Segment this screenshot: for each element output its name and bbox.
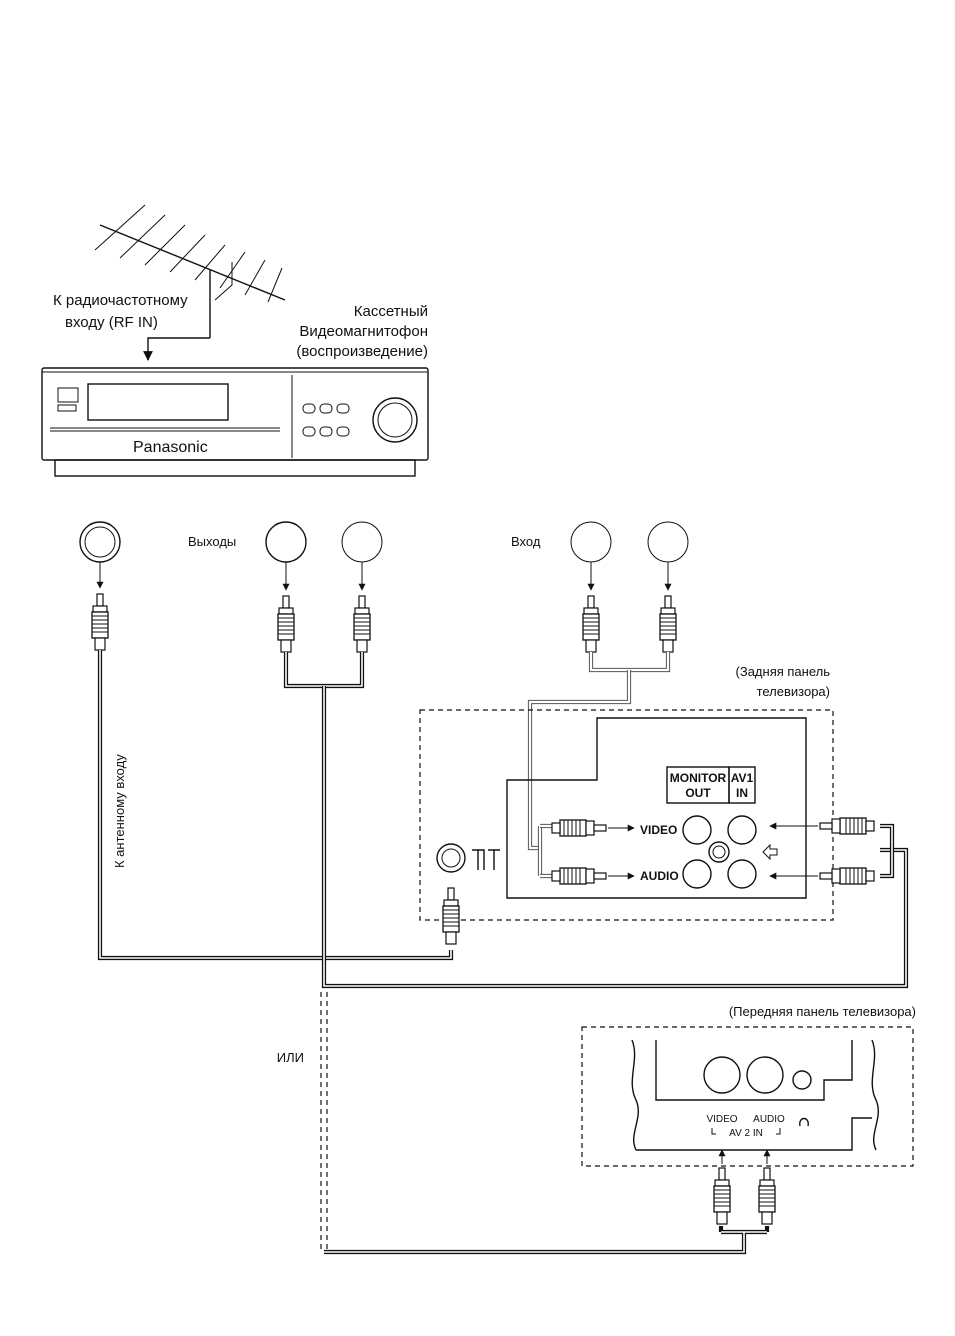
antenna-input-label: К антенному входу (112, 754, 127, 868)
audio-out-plug-icon (354, 596, 370, 652)
vcr-rf-out-jack (80, 522, 120, 562)
or-label: ИЛИ (277, 1050, 304, 1065)
tv-antenna-plug-icon (443, 888, 459, 944)
tv-rear-panel-outline (420, 710, 833, 920)
rf-in-label-line1: К радиочастотному (53, 292, 188, 309)
video-out-plug-icon (278, 596, 294, 652)
monitor-out-video-jack (683, 816, 711, 844)
tv-front-panel-outline (582, 1027, 913, 1166)
audio-in-jack (648, 522, 688, 562)
monitor-video-plug-icon (552, 820, 606, 836)
outputs-label: Выходы (188, 534, 236, 549)
video-in-plug-icon (583, 596, 599, 652)
vcr-label-line2: Видеомагнитофон (299, 323, 428, 340)
headphone-icon (800, 1119, 808, 1127)
audio-out-jack (342, 522, 382, 562)
antenna-icon (95, 205, 285, 360)
tv-rear-label-line1: (Задняя панель (736, 664, 831, 679)
rear-audio-label: AUDIO (640, 869, 679, 883)
tv-front-label: (Передняя панель телевизора) (729, 1004, 916, 1019)
rear-video-label: VIDEO (640, 823, 677, 837)
front-video-plug-icon (714, 1168, 730, 1224)
av1-audio-jack (728, 860, 756, 888)
vcr-input-cable (530, 652, 668, 876)
input-label: Вход (511, 534, 541, 549)
tv-rear-label-line2: телевизора) (757, 684, 830, 699)
av2-in-label: AV 2 IN (729, 1128, 763, 1139)
monitor-out-label-line2: OUT (685, 786, 711, 800)
monitor-audio-plug-icon (552, 868, 606, 884)
video-out-jack (266, 522, 306, 562)
av1-label-line2: IN (736, 786, 748, 800)
vcr-label-line1: Кассетный (354, 303, 428, 320)
audio-in-plug-icon (660, 596, 676, 652)
input-direction-icon (763, 845, 777, 859)
av1-video-plug-icon (820, 818, 874, 834)
vcr-label-line3: (воспроизведение) (296, 343, 428, 360)
monitor-out-audio-jack (683, 860, 711, 888)
vcr-device (42, 368, 428, 476)
alternate-cable (321, 992, 767, 1252)
rf-in-label-line2: входу (RF IN) (65, 314, 158, 331)
rf-plug-icon (92, 594, 108, 650)
monitor-out-label-line1: MONITOR (670, 771, 727, 785)
video-in-jack (571, 522, 611, 562)
vcr-brand-label: Panasonic (133, 439, 208, 456)
front-video-label: VIDEO (706, 1114, 737, 1125)
tv-antenna-jack (437, 844, 500, 872)
antenna-cable (100, 650, 451, 958)
front-audio-label: AUDIO (753, 1114, 785, 1125)
av1-audio-plug-icon (820, 868, 874, 884)
av1-label-line1: AV1 (731, 771, 754, 785)
center-jack (709, 842, 729, 862)
av1-video-jack (728, 816, 756, 844)
front-audio-plug-icon (759, 1168, 775, 1224)
